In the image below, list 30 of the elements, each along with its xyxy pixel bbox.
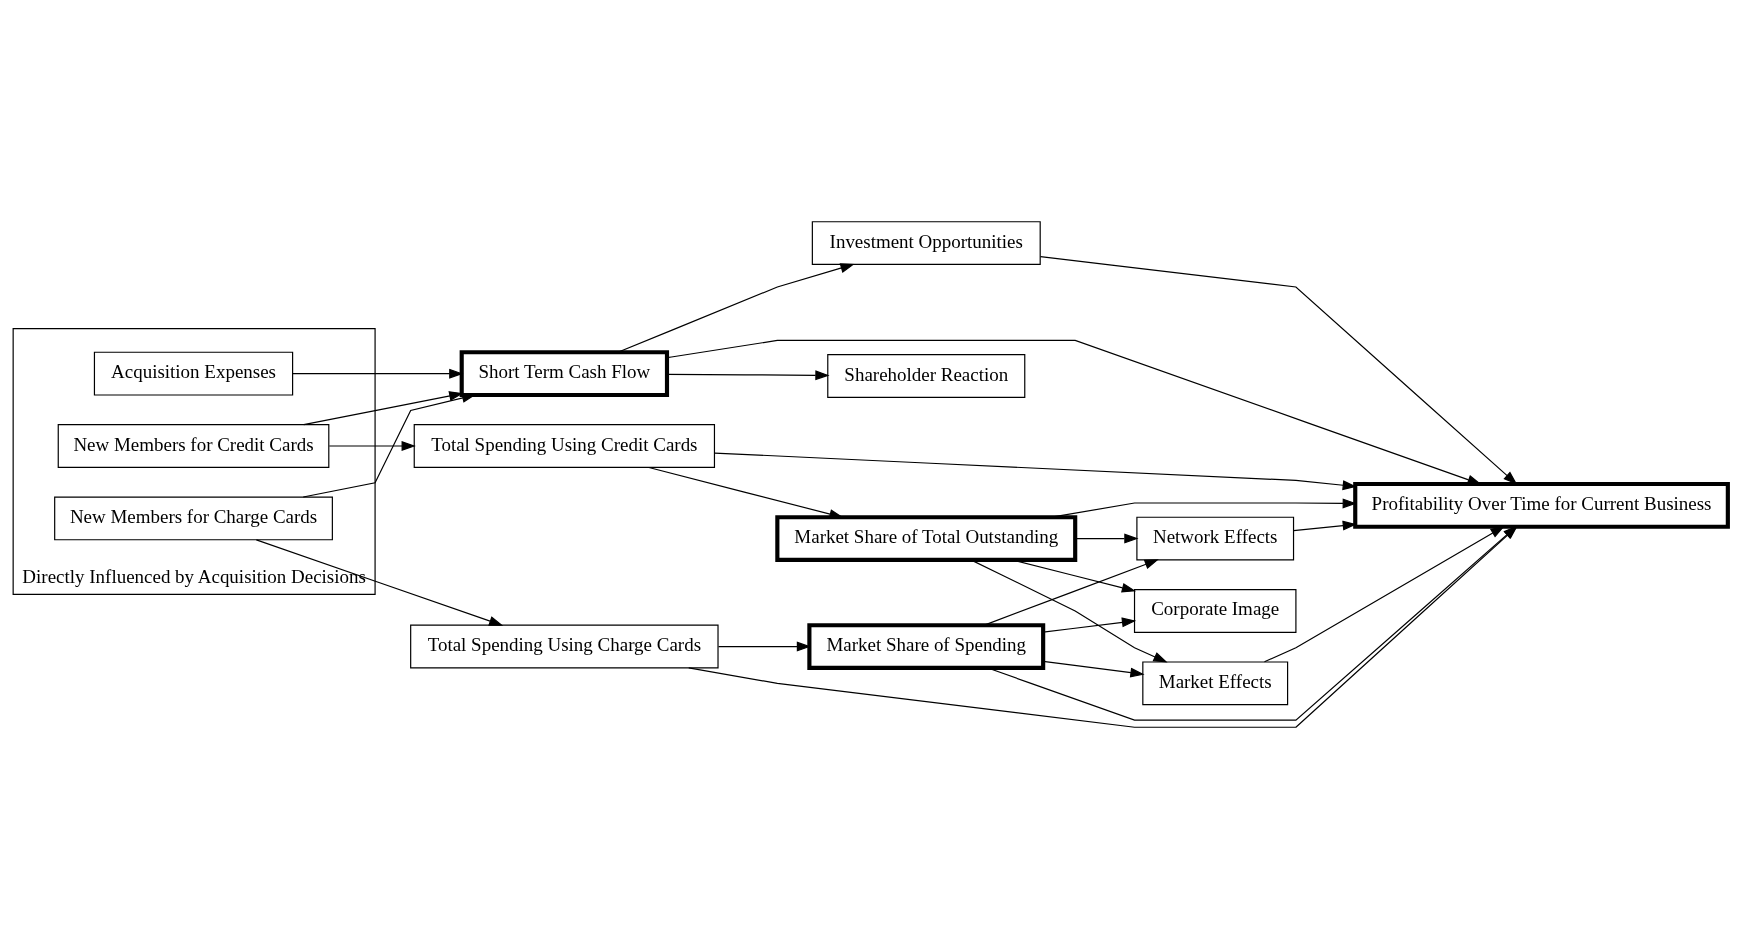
arrow: [666, 370, 830, 381]
arrow: [983, 559, 1159, 626]
arrow: [617, 263, 855, 353]
arrow: [1042, 617, 1137, 633]
node-box: Market Share of Total Outstanding: [775, 515, 1078, 562]
arrow: [666, 339, 1482, 485]
arrow: [1293, 520, 1357, 532]
node-box: Acquisition Expenses: [93, 351, 294, 396]
node-box: Total Spending Using Credit Cards: [413, 424, 716, 468]
node-box: Network Effects: [1136, 516, 1295, 561]
node-box: Corporate Image: [1133, 589, 1297, 633]
node-box: Market Effects: [1142, 661, 1289, 706]
node-box: Investment Opportunities: [811, 221, 1041, 266]
arrow: [1263, 526, 1505, 663]
arrow: [1042, 660, 1145, 678]
arrow: [648, 466, 844, 519]
node-box: Market Share of Spending: [807, 623, 1046, 670]
arrow: [714, 452, 1357, 491]
arrow: [1074, 533, 1139, 544]
arrow: [328, 441, 416, 451]
arrow: [255, 539, 504, 626]
arrow: [688, 525, 1518, 728]
node-box: Short Term Cash Flow: [459, 350, 670, 398]
node-box: Total Spending Using Charge Cards: [410, 624, 719, 669]
node-box: Profitability Over Time for Current Business: [1353, 481, 1730, 529]
node-box: New Members for Credit Cards: [57, 424, 330, 468]
node-box: Shareholder Reaction: [827, 354, 1026, 398]
arrow: [1011, 559, 1137, 593]
node-box: New Members for Charge Cards: [54, 496, 333, 541]
arrow: [1039, 255, 1518, 485]
